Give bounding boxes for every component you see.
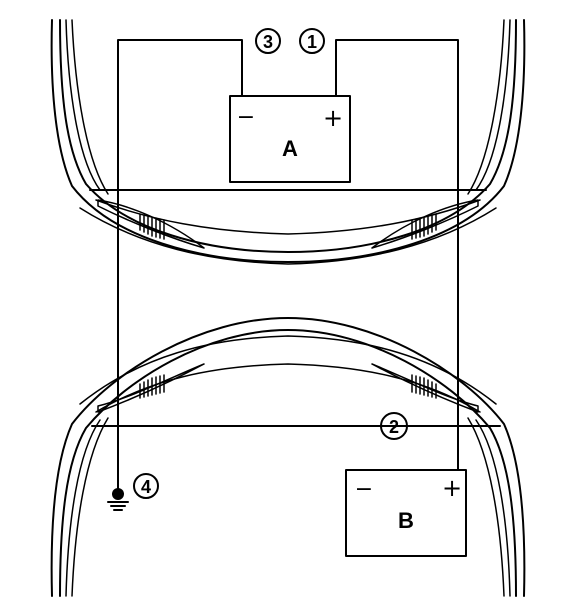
battery-a-label: A <box>282 136 298 161</box>
callout-4: 4 <box>133 473 159 499</box>
top-vehicle <box>50 19 526 265</box>
svg-text:1: 1 <box>307 32 317 52</box>
battery-a-plus: + <box>323 104 343 132</box>
battery-b-label: B <box>398 508 414 533</box>
bottom-vehicle-inner-line <box>59 329 517 597</box>
svg-text:2: 2 <box>389 417 399 437</box>
ground-point <box>112 488 124 500</box>
top-vehicle-grille-left <box>139 213 165 240</box>
top-vehicle-outer-body <box>50 19 526 263</box>
callout-2: 2 <box>380 412 408 440</box>
bottom-vehicle-grille-left <box>139 374 165 399</box>
top-vehicle-fender-left-2 <box>71 19 109 195</box>
svg-text:4: 4 <box>141 477 151 497</box>
bottom-vehicle-fender-left <box>65 419 101 597</box>
battery-b: − + B <box>345 469 467 557</box>
top-vehicle-fender-left <box>65 19 101 191</box>
battery-a: − + A <box>229 95 351 183</box>
callout-1: 1 <box>299 28 325 54</box>
bottom-vehicle-fender-left-2 <box>71 417 109 597</box>
bottom-vehicle-grille-right <box>411 374 437 399</box>
bottom-vehicle-headlight-left <box>97 363 205 413</box>
top-vehicle-headlight-right <box>371 199 479 249</box>
cable-positive <box>335 39 459 471</box>
top-vehicle-inner-line <box>59 19 517 253</box>
battery-b-plus: + <box>442 474 462 502</box>
battery-a-body <box>229 95 351 183</box>
jumper-cables <box>99 39 501 491</box>
battery-b-body <box>345 469 467 557</box>
ground-symbol <box>107 488 129 511</box>
top-vehicle-bumper-lower <box>79 207 497 265</box>
callout-3: 3 <box>255 28 281 54</box>
bottom-vehicle-fender-right <box>475 419 511 597</box>
battery-b-minus: − <box>355 477 373 502</box>
top-vehicle-headlight-left <box>97 199 205 249</box>
bottom-vehicle-fender-right-2 <box>467 417 505 597</box>
top-vehicle-fender-right-2 <box>467 19 505 195</box>
top-vehicle-fender-right <box>475 19 511 191</box>
bottom-vehicle-headlight-right <box>371 363 479 413</box>
battery-a-minus: − <box>237 105 255 130</box>
bottom-vehicle-outer-body <box>50 317 526 597</box>
top-vehicle-grille-right <box>411 213 437 240</box>
svg-text:3: 3 <box>263 32 273 52</box>
bottom-vehicle <box>50 317 526 597</box>
bottom-vehicle-bumper-upper <box>79 335 497 405</box>
cable-negative <box>117 39 243 491</box>
